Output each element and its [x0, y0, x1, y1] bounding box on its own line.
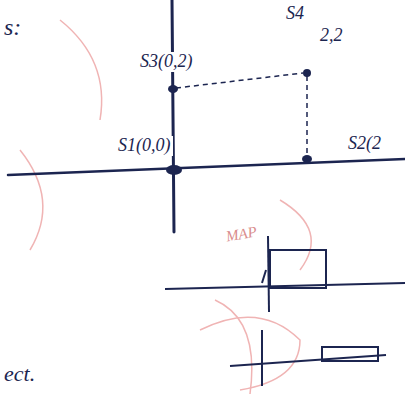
dashed-guides: [176, 73, 307, 156]
point-label: S2(2: [346, 134, 383, 154]
point-dots: [166, 69, 312, 175]
small-box-sketch: [230, 330, 386, 386]
point-coordinates: 2,2: [318, 26, 345, 46]
faint-note: MAP: [223, 223, 260, 245]
text-fragment: ect.: [2, 362, 37, 386]
point-label: S3(0,2): [138, 52, 195, 72]
point-name: S4: [284, 4, 306, 24]
main-axes: [8, 0, 405, 232]
heading-fragment: s:: [2, 14, 23, 40]
small-map-sketch: [165, 236, 405, 312]
bleed-through-marks: [20, 20, 311, 394]
point-label: S1(0,0): [116, 136, 173, 156]
